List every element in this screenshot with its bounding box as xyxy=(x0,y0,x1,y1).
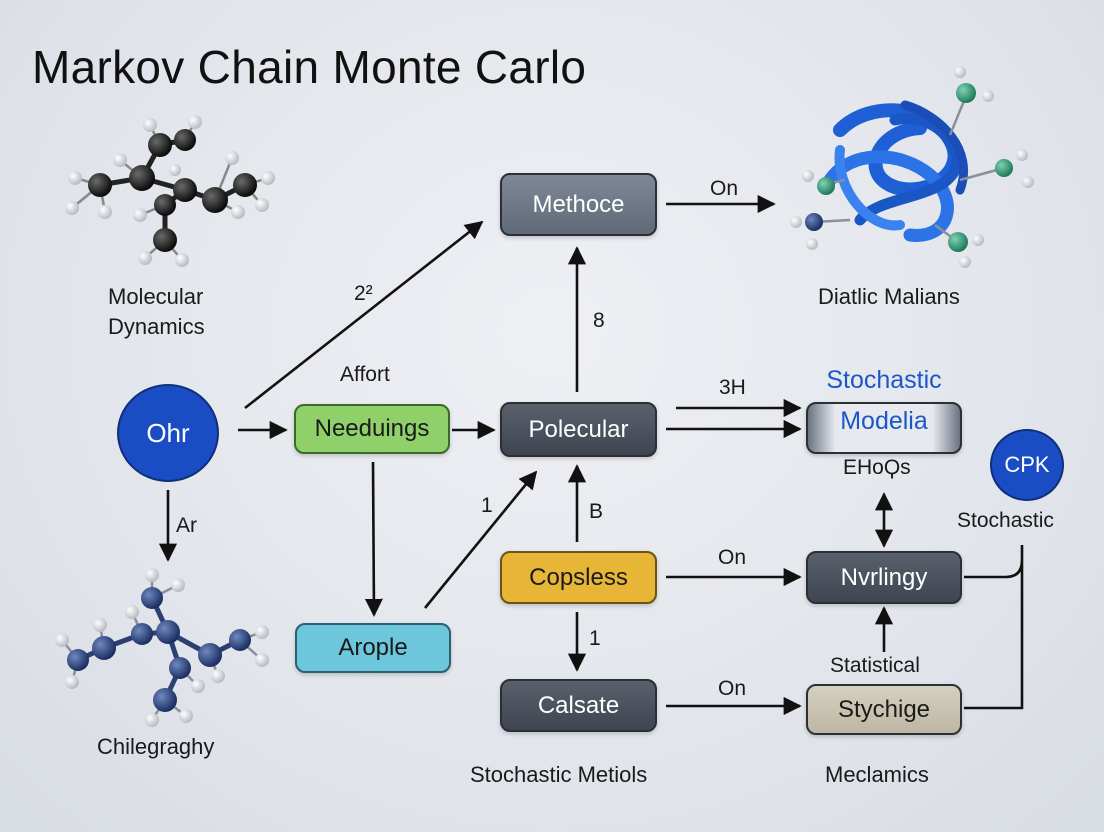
node-stochastic-modelia[interactable] xyxy=(806,402,962,454)
edge-right-bracket xyxy=(964,545,1024,710)
edge-label-ar: Ar xyxy=(176,514,197,537)
molecular-dynamics-label: Molecular Dynamics xyxy=(108,282,205,341)
stochastic-modelia-line2: Modelia xyxy=(840,407,928,435)
page-title: Markov Chain Monte Carlo xyxy=(32,41,587,93)
molecular-dynamics-line1: Molecular xyxy=(108,284,204,309)
edge-label-on-mid: On xyxy=(718,546,747,569)
edge-arople-polecular xyxy=(423,470,538,609)
edge-label-affort: Affort xyxy=(340,363,390,386)
edge-label-statistical: Statistical xyxy=(830,654,920,677)
edge-label-stochastic-right: Stochastic xyxy=(957,509,1054,532)
molecular-dynamics-line2: Dynamics xyxy=(108,313,205,339)
node-copsless[interactable]: Copsless xyxy=(500,551,657,604)
edge-label-three-h: 3H xyxy=(719,376,746,399)
edge-label-two-squared: 2² xyxy=(354,282,373,305)
stochastic-modelia-line1: Stochastic xyxy=(826,366,942,394)
edge-needuings-arople xyxy=(364,461,383,617)
edge-label-ehoqs: EHoϘs xyxy=(843,456,911,479)
node-ohr[interactable]: Ohr xyxy=(117,384,219,482)
node-polecular[interactable]: Polecular xyxy=(500,402,657,457)
node-arople[interactable]: Arople xyxy=(295,623,451,673)
edge-label-on-top: On xyxy=(710,177,739,200)
meclamics-label: Meclamics xyxy=(825,762,929,787)
edge-label-b: B xyxy=(589,500,604,523)
edge-ohr-methoce xyxy=(244,220,484,410)
edge-label-on-bottom: On xyxy=(718,677,747,700)
node-nvrlingy[interactable]: Nvrlingy xyxy=(806,551,962,604)
stochastic-metiols-label: Stochastic Metiols xyxy=(470,762,648,787)
edge-label-one-down: 1 xyxy=(589,627,601,650)
node-needuings[interactable]: Needuings xyxy=(294,404,450,454)
edge-label-one-diag: 1 xyxy=(481,494,493,517)
diatlic-malians-label: Diatlic Malians xyxy=(818,284,960,309)
node-cpk[interactable]: CPK xyxy=(990,429,1064,501)
chilegraghy-label: Chilegraghy xyxy=(97,734,215,759)
diatlic-malians-protein xyxy=(823,100,969,242)
node-calsate[interactable]: Calsate xyxy=(500,679,657,732)
edge-label-eight: 8 xyxy=(593,309,605,332)
node-methoce[interactable]: Methoce xyxy=(500,173,657,236)
node-stychige[interactable]: Stychige xyxy=(806,684,962,735)
